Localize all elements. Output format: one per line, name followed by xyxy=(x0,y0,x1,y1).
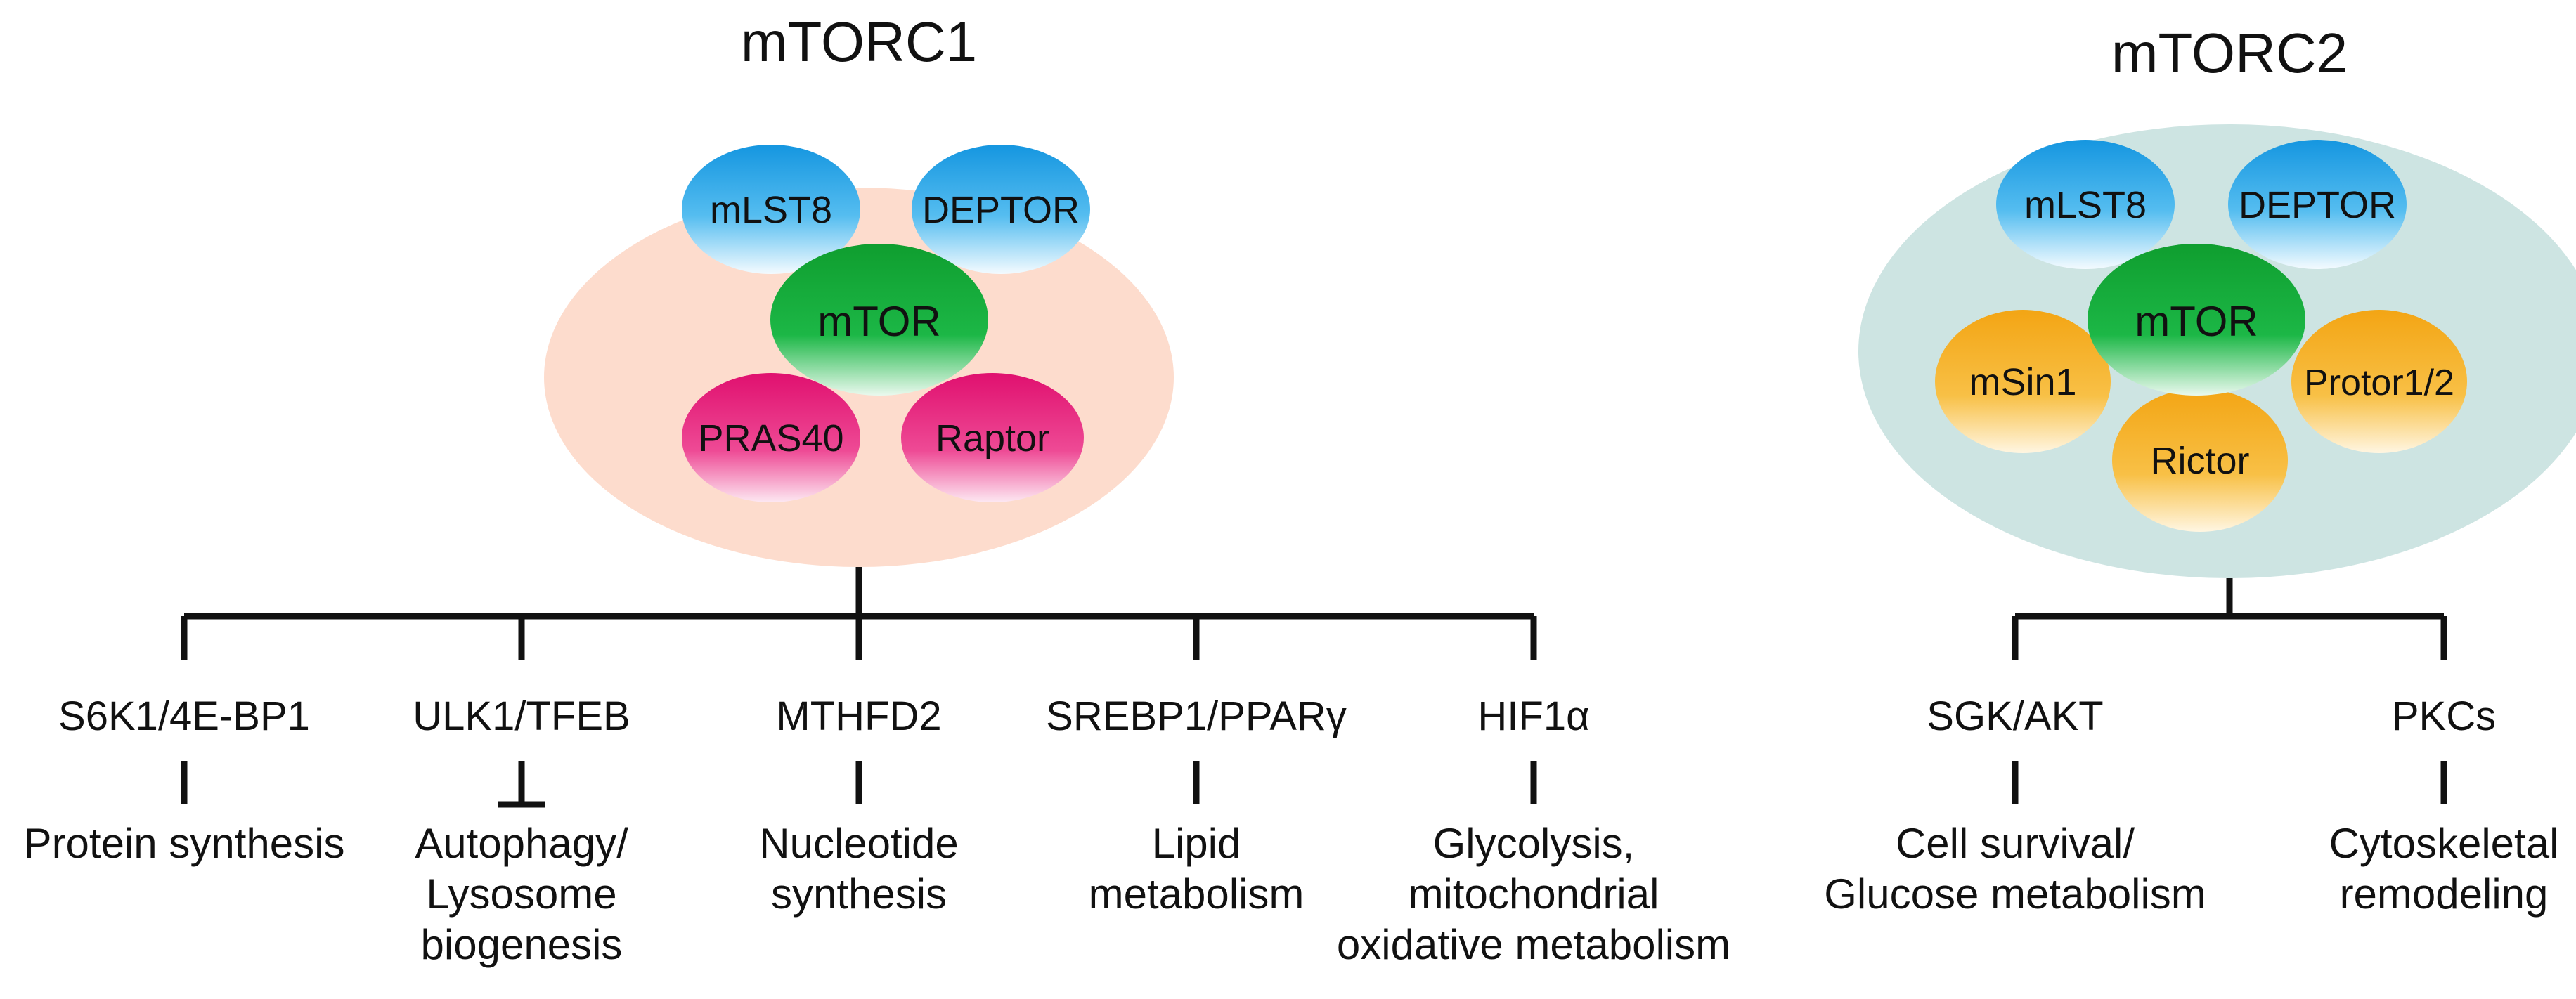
outcome-line: remodeling xyxy=(2339,870,2549,918)
mtorc1-pras40-protein: PRAS40 xyxy=(682,373,860,502)
mtorc2-msin1-label: mSin1 xyxy=(1969,361,2076,403)
mtorc2-deptor-label: DEPTOR xyxy=(2239,184,2396,226)
mtorc1-mtor-protein: mTOR xyxy=(770,244,988,396)
mtorc2-outcome: Cytoskeletal remodeling xyxy=(2329,818,2559,920)
mtorc2-mlst8-protein: mLST8 xyxy=(1996,140,2175,269)
mtorc1-target-label: MTHFD2 xyxy=(776,693,942,739)
mtorc1-outcome: Autophagy/ Lysosome biogenesis xyxy=(415,818,628,970)
outcome-line: Lipid xyxy=(1151,820,1241,867)
mtorc2-msin1-protein: mSin1 xyxy=(1935,310,2111,453)
mtorc1-deptor-protein: DEPTOR xyxy=(912,145,1090,274)
mtorc1-target-label: HIF1α xyxy=(1477,693,1590,739)
mtorc1-mlst8-label: mLST8 xyxy=(710,189,832,231)
outcome-line: Nucleotide xyxy=(759,820,959,867)
outcome-line: Cell survival/ xyxy=(1895,820,2135,867)
mtorc1-outcome: Glycolysis, mitochondrial oxidative meta… xyxy=(1337,818,1730,970)
mtorc1-outcome: Nucleotide synthesis xyxy=(759,818,959,920)
outcome-line: metabolism xyxy=(1088,870,1305,918)
mtorc1-target-label: SREBP1/PPARγ xyxy=(1046,693,1347,739)
mtorc2-deptor-protein: DEPTOR xyxy=(2228,140,2407,269)
mtorc2-target-label: SGK/AKT xyxy=(1927,693,2104,739)
mtorc1-mtor-label: mTOR xyxy=(817,298,941,345)
mtorc2-mlst8-label: mLST8 xyxy=(2024,184,2147,226)
mtorc2-protor-protein: Protor1/2 xyxy=(2291,310,2467,453)
outcome-line: Lysosome xyxy=(426,870,617,918)
mtorc2-rictor-label: Rictor xyxy=(2150,440,2249,482)
outcome-line: biogenesis xyxy=(420,921,623,968)
mtorc1-target-label: ULK1/TFEB xyxy=(413,693,630,739)
outcome-line: Autophagy/ xyxy=(415,820,628,867)
mtorc1-deptor-label: DEPTOR xyxy=(922,189,1080,231)
outcome-line: Protein synthesis xyxy=(23,820,345,867)
mtorc1-outcome: Protein synthesis xyxy=(24,818,345,869)
mtorc1-title: mTORC1 xyxy=(740,11,978,73)
mtorc1-target-label: S6K1/4E-BP1 xyxy=(58,693,310,739)
mtorc2-protor-label: Protor1/2 xyxy=(2304,363,2454,403)
mtorc1-raptor-label: Raptor xyxy=(936,417,1049,459)
mtorc1-mlst8-protein: mLST8 xyxy=(682,145,860,274)
mtorc2-mtor-label: mTOR xyxy=(2135,298,2258,345)
mtorc2-target-label: PKCs xyxy=(2391,693,2497,739)
mtorc2-branch-tree xyxy=(2012,578,2447,804)
outcome-line: synthesis xyxy=(770,870,947,918)
mtorc1-outcome: Lipid metabolism xyxy=(1089,818,1305,920)
mtorc1-raptor-protein: Raptor xyxy=(901,373,1084,502)
outcome-line: Glycolysis, xyxy=(1432,820,1635,867)
mtorc2-title: mTORC2 xyxy=(2111,22,2348,84)
mtorc1-branch-tree xyxy=(181,567,1537,808)
mtorc1-pras40-label: PRAS40 xyxy=(698,417,843,459)
outcome-line: Cytoskeletal xyxy=(2329,820,2559,867)
outcome-line: Glucose metabolism xyxy=(1824,870,2206,918)
mtorc2-outcome: Cell survival/ Glucose metabolism xyxy=(1824,818,2206,920)
mtorc2-mtor-protein: mTOR xyxy=(2088,244,2305,396)
mtorc2-rictor-protein: Rictor xyxy=(2112,388,2288,532)
outcome-line: mitochondrial xyxy=(1408,870,1659,918)
outcome-line: oxidative metabolism xyxy=(1336,921,1731,968)
